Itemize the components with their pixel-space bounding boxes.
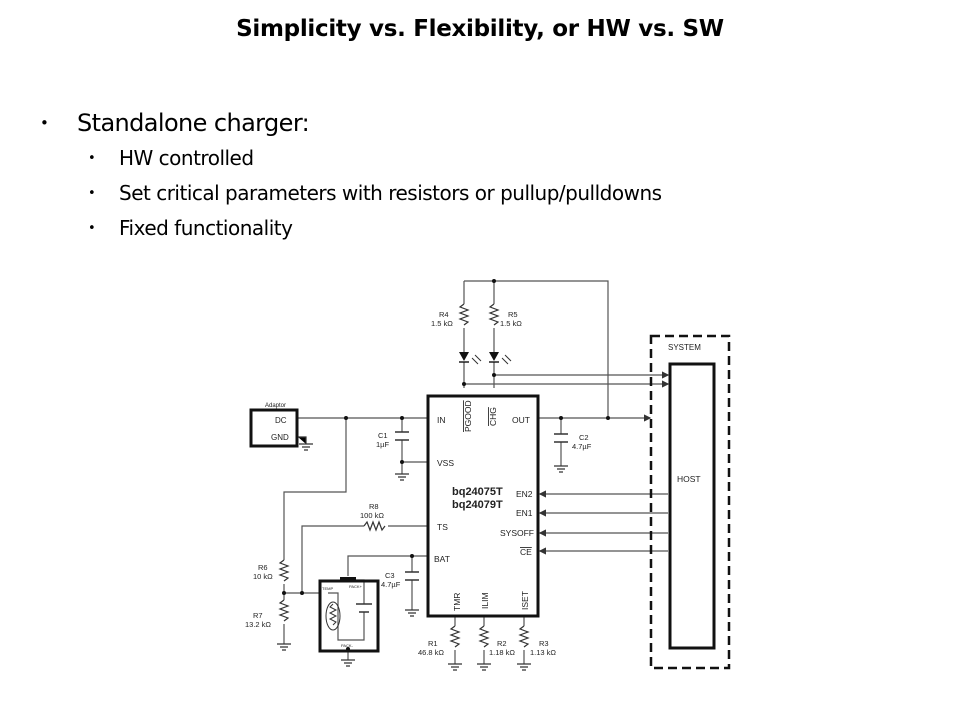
r2-value: 1.18 kΩ [489, 648, 515, 657]
r4-ref: R4 [439, 310, 449, 319]
sub-bullet-fixed-functionality: • Fixed functionality [40, 211, 662, 246]
bullet-text: Standalone charger: [77, 109, 310, 137]
pin-iset-label: ISET [520, 591, 530, 610]
bullet-standalone-charger: • Standalone charger: [40, 105, 662, 141]
sub-bullet-set-parameters: • Set critical parameters with resistors… [40, 176, 662, 211]
c1-ref: C1 [378, 431, 388, 440]
r7-ref: R7 [253, 611, 263, 620]
r8-value: 100 kΩ [360, 511, 384, 520]
r2-ref: R2 [497, 639, 507, 648]
capacitor-c1 [395, 431, 409, 441]
adaptor-box [249, 408, 299, 448]
r1-ref: R1 [428, 639, 438, 648]
battery-cell-icon [356, 603, 372, 613]
capacitor-c3 [405, 571, 419, 581]
pin-vss-label: VSS [437, 458, 454, 468]
bullet-icon: • [88, 221, 96, 236]
r6-value: 10 kΩ [253, 572, 273, 581]
sub-bullet-hw-controlled: • HW controlled [40, 141, 662, 176]
r5-value: 1.5 kΩ [500, 319, 522, 328]
ic-part-2: bq24079T [452, 499, 503, 511]
r4-value: 1.5 kΩ [431, 319, 453, 328]
pin-out-label: OUT [512, 415, 530, 425]
system-box [649, 334, 731, 670]
sub-bullet-text: Set critical parameters with resistors o… [119, 181, 662, 205]
resistor-r8 [363, 520, 386, 532]
adaptor-label: Adaptor [265, 403, 286, 409]
resistor-r7 [278, 599, 290, 622]
r8-ref: R8 [369, 502, 379, 511]
bullet-list: • Standalone charger: • HW controlled • … [40, 105, 662, 246]
c3-value: 4.7µF [381, 580, 401, 589]
led-chg-icon [489, 352, 512, 365]
pin-bat-label: BAT [434, 554, 450, 564]
host-label: HOST [677, 474, 701, 484]
pin-ilim-label: ILIM [480, 592, 490, 609]
r7-value: 13.2 kΩ [245, 620, 271, 629]
pack-temp-label: TEMP [322, 586, 333, 591]
resistor-r4 [458, 303, 470, 326]
resistor-r3 [518, 625, 530, 648]
pack-minus-label: PACK- [341, 643, 354, 648]
pin-sysoff-label: SYSOFF [500, 528, 534, 538]
sub-bullet-text: Fixed functionality [119, 216, 293, 240]
top-rail-wire [464, 280, 609, 418]
pin-ce-label: CE [520, 547, 532, 557]
thermistor-icon [325, 601, 341, 631]
bat-wire [347, 555, 428, 576]
divider-feed-wire [283, 418, 347, 556]
resistor-r6 [278, 559, 290, 582]
adaptor-dc-label: DC [275, 416, 287, 425]
ic-part-1: bq24075T [452, 486, 503, 498]
charger-ic [426, 394, 540, 618]
resistor-r5 [488, 303, 500, 326]
c1-value: 1µF [376, 440, 389, 449]
resistor-r1 [449, 625, 461, 648]
capacitor-c2 [554, 433, 568, 443]
bullet-icon: • [88, 151, 96, 166]
r1-value: 46.8 kΩ [418, 648, 444, 657]
adaptor-gnd-label: GND [271, 433, 289, 442]
pin-chg-label: CHG [488, 407, 498, 426]
pin-in-label: IN [437, 415, 446, 425]
bullet-icon: • [88, 186, 96, 201]
ts-wire [301, 525, 428, 593]
sub-bullet-text: HW controlled [119, 146, 254, 170]
r3-value: 1.13 kΩ [530, 648, 556, 657]
pin-ts-label: TS [437, 522, 448, 532]
slide-title: Simplicity vs. Flexibility, or HW vs. SW [236, 16, 724, 42]
pack-plus-terminal [340, 577, 356, 582]
pack-internal-wire [328, 579, 365, 641]
pack-plus-label: PACK+ [349, 584, 363, 589]
c3-ref: C3 [385, 571, 395, 580]
resistor-r2 [478, 625, 490, 648]
pin-tmr-label: TMR [452, 593, 462, 611]
bullet-icon: • [40, 114, 49, 132]
r6-ref: R6 [258, 563, 268, 572]
c2-value: 4.7µF [572, 442, 592, 451]
pin-en1-label: EN1 [516, 508, 533, 518]
r3-ref: R3 [539, 639, 549, 648]
system-label: SYSTEM [668, 343, 701, 352]
led-pgood-icon [459, 352, 482, 365]
r5-ref: R5 [508, 310, 518, 319]
host-box [668, 362, 716, 650]
pin-pgood-label: PGOOD [463, 400, 473, 432]
c2-ref: C2 [579, 433, 589, 442]
pin-en2-label: EN2 [516, 489, 533, 499]
ground-symbols [277, 436, 568, 671]
